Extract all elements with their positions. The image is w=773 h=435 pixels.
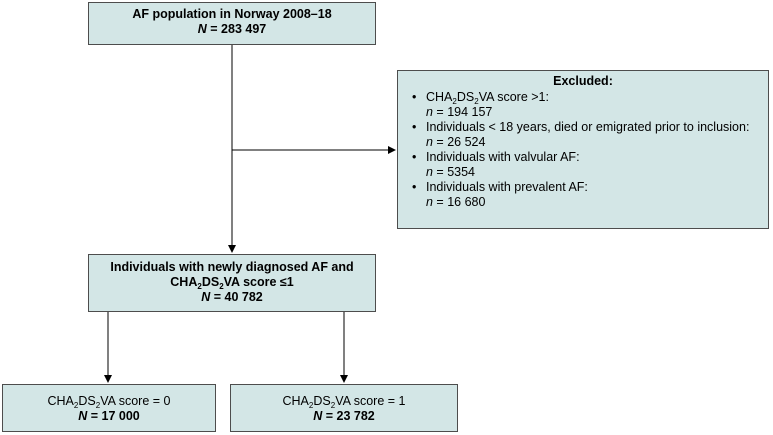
- excluded-item-age: Individuals < 18 years, died or emigrate…: [412, 120, 762, 150]
- excluded-item-score: CHA2DS2VA score >1: n = 194 157: [412, 90, 762, 120]
- newly-diagnosed-line2: CHA2DS2VA score ≤1: [170, 275, 294, 291]
- excluded-item-prevalent: Individuals with prevalent AF: n = 16 68…: [412, 180, 762, 210]
- score-zero-count: N = 17 000: [78, 409, 140, 423]
- score-zero-box: CHA2DS2VA score = 0 N = 17 000: [2, 384, 216, 432]
- newly-diagnosed-count: N = 40 782: [201, 290, 263, 304]
- excluded-item-valvular: Individuals with valvular AF: n = 5354: [412, 150, 762, 180]
- excluded-list: CHA2DS2VA score >1: n = 194 157 Individu…: [404, 90, 762, 210]
- excluded-box: Excluded: CHA2DS2VA score >1: n = 194 15…: [397, 70, 769, 229]
- population-count: N = 283 497: [197, 22, 267, 36]
- population-box: AF population in Norway 2008–18 N = 283 …: [88, 2, 376, 45]
- score-zero-label: CHA2DS2VA score = 0: [47, 394, 171, 410]
- score-one-box: CHA2DS2VA score = 1 N = 23 782: [230, 384, 458, 432]
- population-title: AF population in Norway 2008–18: [132, 7, 332, 21]
- excluded-title: Excluded:: [553, 74, 613, 88]
- score-one-count: N = 23 782: [313, 409, 375, 423]
- score-one-label: CHA2DS2VA score = 1: [282, 394, 406, 410]
- newly-diagnosed-box: Individuals with newly diagnosed AF and …: [88, 254, 376, 312]
- newly-diagnosed-line1: Individuals with newly diagnosed AF and: [110, 260, 354, 274]
